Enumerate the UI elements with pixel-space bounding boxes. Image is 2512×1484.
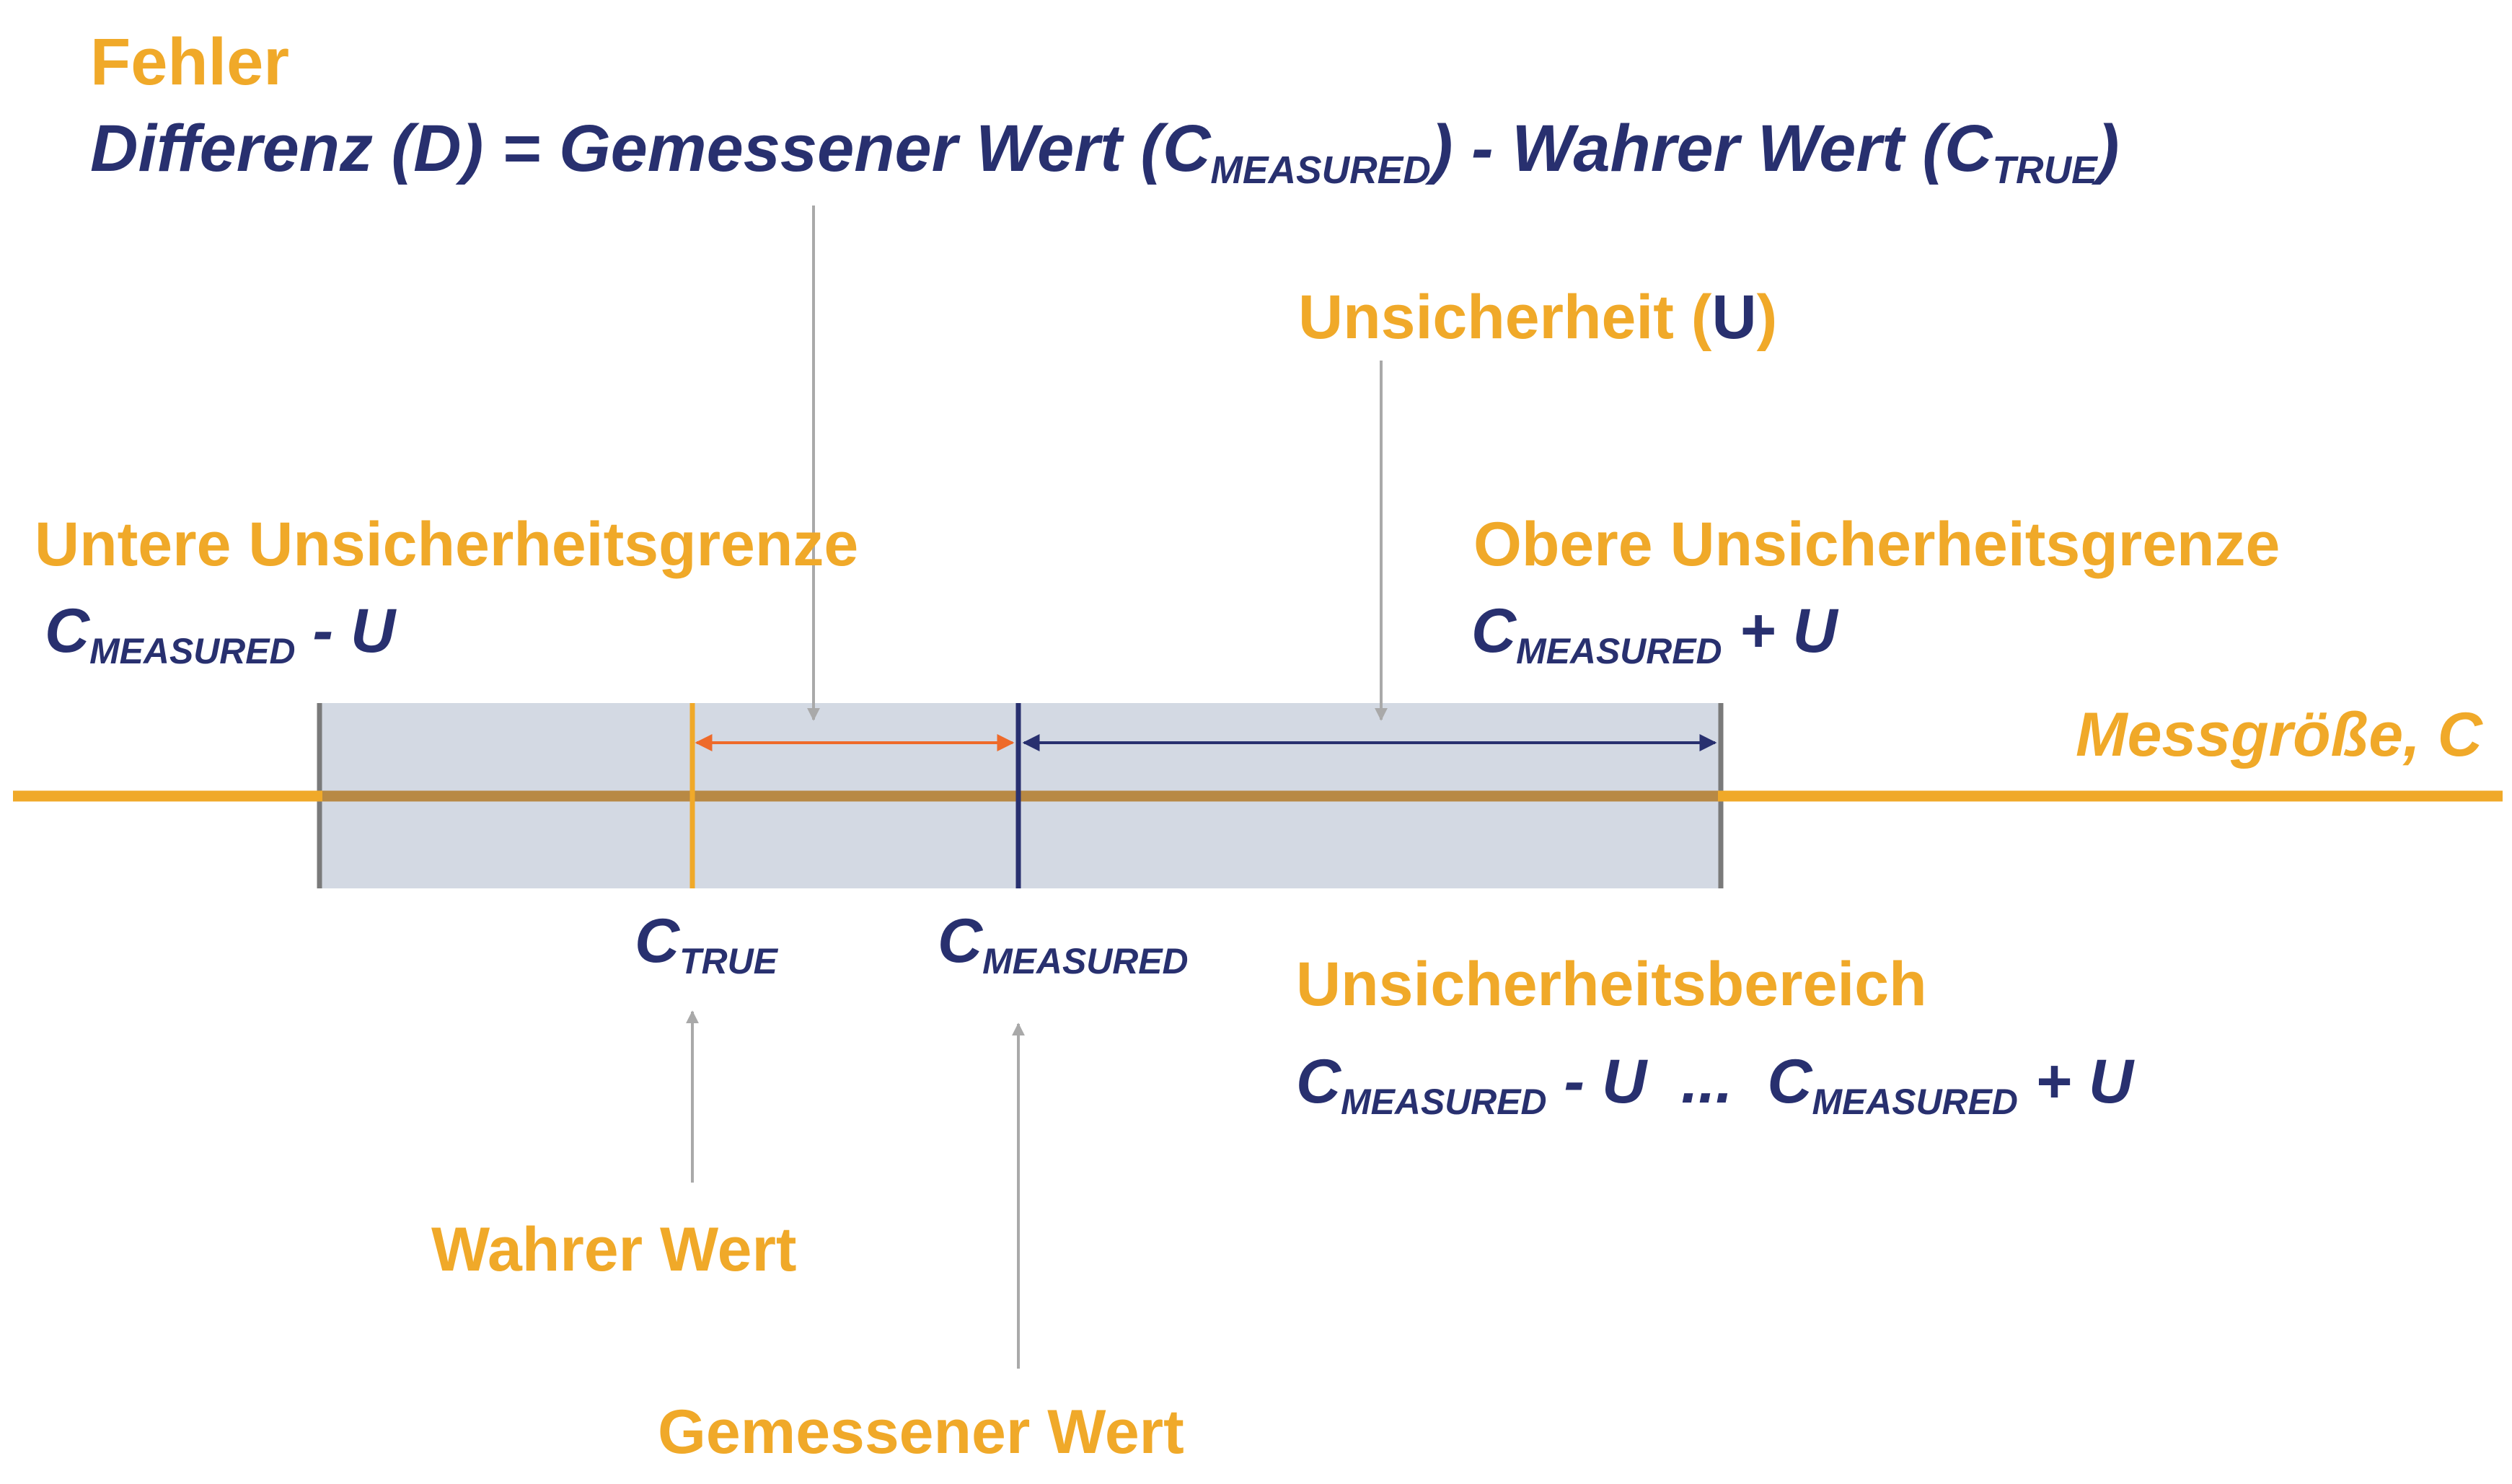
lower-limit-c: C: [45, 596, 90, 666]
true-value-label: Wahrer Wert: [431, 1215, 797, 1284]
range-mid: - U ...: [1546, 1047, 1768, 1116]
upper-limit-title: Obere Unsicherheitsgrenze: [1473, 510, 2280, 579]
range-c1: C: [1296, 1047, 1341, 1116]
error-title: Fehler: [90, 25, 290, 99]
lower-limit-sub: MEASURED: [89, 630, 296, 671]
upper-limit-formula: CMEASURED + U: [1471, 600, 1838, 669]
lower-limit-title: Untere Unsicherheitsgrenze: [35, 510, 859, 579]
error-formula-suffix: ): [2097, 112, 2120, 185]
range-sub2: MEASURED: [1812, 1081, 2018, 1122]
upper-limit-sub: MEASURED: [1516, 630, 1722, 671]
measured-value-symbol: CMEASURED: [938, 910, 1189, 979]
upper-limit-rest: + U: [1722, 596, 1838, 666]
lower-limit-formula: CMEASURED - U: [45, 600, 395, 669]
error-formula: Differenz (D) = Gemessener Wert (CMEASUR…: [90, 112, 2120, 190]
measured-value-label: Gemessener Wert: [658, 1397, 1184, 1467]
error-formula-prefix: Differenz (D) = Gemessener Wert (C: [90, 112, 1211, 185]
uncertainty-range-title: Unsicherheitsbereich: [1296, 950, 1927, 1019]
range-end: + U: [2017, 1047, 2133, 1116]
true-value-c: C: [635, 906, 680, 976]
upper-limit-c: C: [1471, 596, 1517, 666]
uncertainty-label-close: ): [1756, 283, 1778, 352]
error-formula-sub-measured: MEASURED: [1210, 149, 1431, 193]
uncertainty-label: Unsicherheit (U): [1298, 286, 1777, 348]
uncertainty-label-text: Unsicherheit (: [1298, 283, 1712, 352]
uncertainty-symbol: U: [1711, 283, 1757, 352]
uncertainty-range-formula: CMEASURED - U ... CMEASURED + U: [1296, 1051, 2133, 1120]
lower-limit-rest: - U: [295, 596, 396, 666]
true-value-symbol: CTRUE: [635, 910, 777, 979]
measurand-axis-label: Messgröße, C: [2076, 700, 2482, 769]
measured-value-sub: MEASURED: [982, 940, 1189, 981]
error-formula-sub-true: TRUE: [1992, 149, 2097, 193]
error-formula-mid: ) - Wahrer Wert (C: [1430, 112, 1993, 185]
measured-value-c: C: [938, 906, 983, 976]
range-c2: C: [1767, 1047, 1812, 1116]
range-sub1: MEASURED: [1341, 1081, 1547, 1122]
true-value-sub: TRUE: [679, 940, 777, 981]
